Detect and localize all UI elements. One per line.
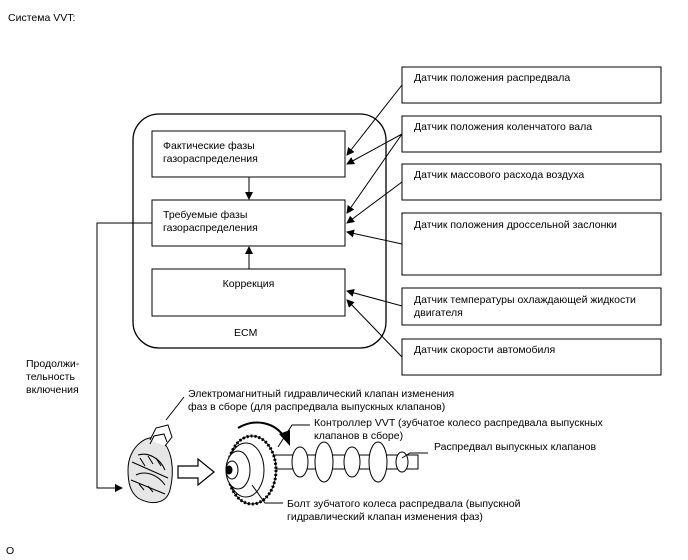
sensor-label-throttle: Датчик положения дроссельной заслонки	[414, 219, 617, 231]
sensor-label-camshaft: Датчик положения распредвала	[414, 72, 571, 84]
target-phases-label: Требуемые фазы газораспределения	[163, 209, 258, 234]
sensor-label-maf: Датчик массового расхода воздуха	[414, 169, 585, 181]
sensor-label-crankshaft: Датчик положения коленчатого вала	[414, 121, 593, 133]
maf-signal-arrow	[346, 181, 403, 224]
crankshaft-to-actual-arrow	[346, 133, 403, 165]
vvt-controller-label: Контроллер VVT (зубчатое колесо распредв…	[314, 417, 603, 442]
correction-box	[151, 268, 346, 317]
speed-signal-arrow	[346, 299, 403, 358]
figure-code: O	[6, 545, 15, 557]
sensor-box-coolant	[401, 287, 662, 326]
correction-label: Коррекция	[222, 278, 275, 290]
sensor-label-coolant: Датчик температуры охлаждающей жидкости …	[414, 294, 636, 319]
exhaust-camshaft-label: Распредвал выпускных клапанов	[434, 441, 597, 453]
camshaft-drawing	[267, 441, 419, 483]
ecm-label: ECM	[234, 327, 258, 339]
duty-cycle-line	[96, 222, 152, 492]
rotation-arrowhead	[279, 430, 290, 446]
duty-cycle-label: Продолжи- тельность включения	[26, 358, 80, 396]
ecm-outline	[132, 113, 387, 349]
coolant-signal-arrow	[346, 288, 403, 307]
crankshaft-to-target-arrow	[346, 133, 403, 214]
bolt-leader	[251, 484, 283, 504]
sensor-label-speed: Датчик скорости автомобиля	[414, 344, 556, 356]
solenoid-leader	[165, 396, 185, 421]
actual-phases-label: Фактические фазы газораспределения	[163, 140, 258, 165]
controller-leader	[277, 424, 310, 448]
solenoid-valve-drawing	[127, 424, 173, 503]
rotation-arrow	[237, 421, 286, 439]
vvt-controller-drawing	[225, 434, 278, 506]
camshaft-leader	[401, 452, 428, 459]
sprocket-bolt-label: Болт зубчатого колеса распредвала (выпус…	[287, 498, 521, 523]
throttle-signal-arrow	[346, 229, 403, 245]
page-title: Система VVT:	[8, 12, 76, 24]
camshaft-signal-arrow	[346, 84, 403, 156]
hollow-arrow	[177, 457, 215, 487]
solenoid-valve-label: Электромагнитный гидравлический клапан и…	[188, 388, 455, 413]
